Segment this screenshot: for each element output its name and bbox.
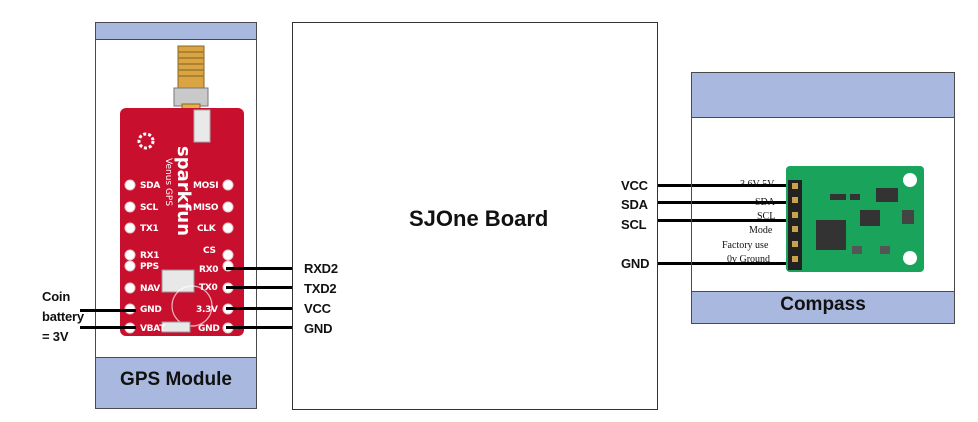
label-rxd2: RXD2 xyxy=(304,261,338,276)
gps-pin-mosi: MOSI xyxy=(193,181,219,191)
compass-pin-vcc: 3.6V-5V xyxy=(740,179,775,190)
compass-pin-scl: SCL xyxy=(757,211,776,222)
gps-pin-tx0: TX0 xyxy=(199,283,218,293)
label-sda-compass: SDA xyxy=(621,197,648,212)
wire-vcc-compass xyxy=(658,184,794,187)
wire-rx0 xyxy=(226,267,292,270)
gps-sub-text: Venus GPS xyxy=(163,158,173,206)
gps-pin-gnd-left: GND xyxy=(140,305,162,315)
battery-line3: = 3V xyxy=(42,329,69,344)
gps-module-title: GPS Module xyxy=(120,369,232,390)
battery-wire-vbat xyxy=(80,326,136,329)
gps-pin-sda: SDA xyxy=(140,181,161,191)
label-vcc-gps: VCC xyxy=(304,301,331,316)
compass-panel: Compass xyxy=(691,72,955,324)
gps-pin-clk: CLK xyxy=(197,224,216,234)
gps-title-band xyxy=(95,357,257,409)
wire-sda-compass xyxy=(658,201,794,204)
gps-right-pad xyxy=(222,201,234,213)
gps-pin-3v3: 3.3V xyxy=(196,305,218,315)
sjone-board: SJOne Board xyxy=(292,22,658,410)
gps-module-panel: GPS Module xyxy=(95,22,257,409)
compass-title: Compass xyxy=(780,294,866,315)
compass-pin-factory: Factory use xyxy=(722,240,769,251)
compass-pin-sda: SDA xyxy=(755,197,776,208)
battery-line1: Coin xyxy=(42,289,71,304)
gps-pin-nav: NAV xyxy=(140,284,160,294)
gps-left-pad xyxy=(124,179,136,191)
label-vcc-compass: VCC xyxy=(621,178,648,193)
gps-left-pad xyxy=(124,282,136,294)
gps-pin-rx0: RX0 xyxy=(199,265,219,275)
compass-pin-ground: 0v Ground xyxy=(727,254,771,265)
wire-gnd-compass xyxy=(658,262,794,265)
gps-right-pad xyxy=(222,179,234,191)
gps-pin-rx1: RX1 xyxy=(140,251,160,261)
compass-title-band xyxy=(691,291,955,324)
gps-pin-miso: MISO xyxy=(193,203,219,213)
gps-left-pad xyxy=(124,249,136,261)
gps-pin-pps: PPS xyxy=(140,262,159,272)
gps-pin-scl: SCL xyxy=(140,203,158,213)
sjone-title: SJOne Board xyxy=(409,206,549,231)
gps-pin-cs: CS xyxy=(203,246,216,256)
gps-right-pad xyxy=(222,222,234,234)
wire-3v3 xyxy=(226,307,292,310)
battery-wire-gnd xyxy=(80,309,136,312)
gps-pin-tx1: TX1 xyxy=(140,224,159,234)
gps-left-pad xyxy=(124,260,136,272)
gps-pin-gnd-right: GND xyxy=(198,324,220,334)
label-gnd-compass: GND xyxy=(621,256,650,271)
wire-tx0 xyxy=(226,286,292,289)
compass-board-image xyxy=(786,166,924,272)
gps-board-image: sparkfun Venus GPS xyxy=(120,45,244,336)
gps-top-band xyxy=(95,22,257,40)
wire-gnd-gps xyxy=(226,326,292,329)
label-gnd-gps: GND xyxy=(304,321,333,336)
battery-line2: battery xyxy=(42,309,84,324)
wire-scl-compass xyxy=(658,219,794,222)
compass-top-band xyxy=(691,72,955,118)
gps-left-pad xyxy=(124,201,136,213)
compass-pin-mode: Mode xyxy=(749,225,773,236)
label-scl-compass: SCL xyxy=(621,217,647,232)
label-txd2: TXD2 xyxy=(304,281,337,296)
gps-right-pad xyxy=(222,249,234,261)
gps-left-pad xyxy=(124,222,136,234)
gps-pin-vbat: VBAT xyxy=(140,324,166,334)
gps-brand-text: sparkfun xyxy=(173,146,194,236)
